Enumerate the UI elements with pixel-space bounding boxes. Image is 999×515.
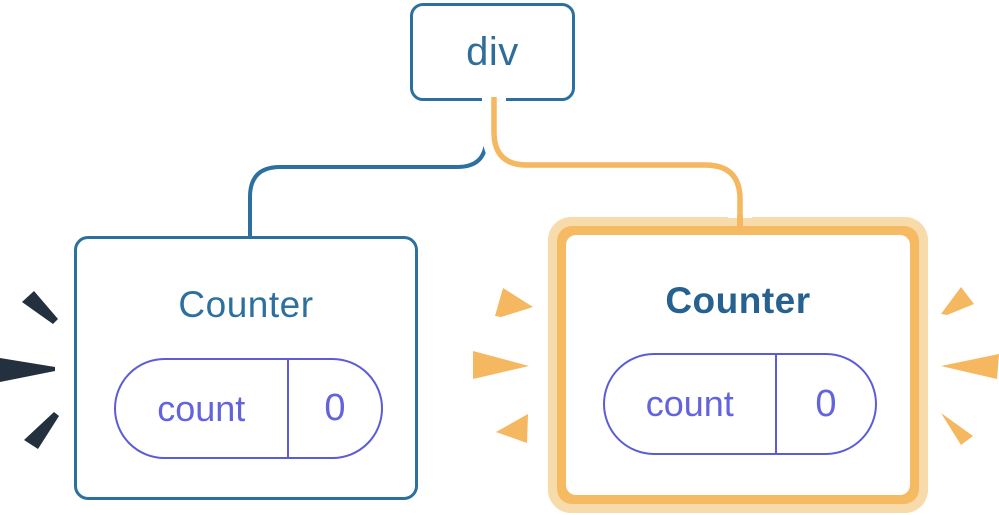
spark-icon	[24, 412, 59, 449]
state-label: count	[157, 387, 246, 429]
spark-group-right	[941, 287, 999, 445]
spark-icon	[496, 414, 528, 443]
spark-icon	[473, 351, 529, 379]
state-pill: count 0	[603, 353, 877, 455]
root-node-div: div	[410, 3, 575, 101]
counter-card-left: Counter count 0	[74, 236, 418, 500]
counter-card-right-highlight-outer: Counter count 0	[548, 217, 928, 513]
tree-edge-right	[491, 97, 743, 230]
pill-divider	[774, 355, 777, 453]
spark-icon	[941, 413, 973, 445]
tree-edge-left	[248, 100, 488, 238]
spark-icon	[495, 288, 533, 317]
state-pill: count 0	[114, 358, 383, 459]
spark-icon	[941, 287, 974, 315]
pill-divider	[286, 360, 289, 457]
counter-title: Counter	[665, 280, 811, 321]
spark-icon	[0, 358, 55, 382]
tree-edge-right-entry	[737, 215, 743, 231]
counter-card-right: Counter count 0	[566, 235, 910, 495]
spark-icon	[22, 291, 58, 324]
spark-group-left	[0, 291, 59, 449]
spark-icon	[941, 354, 999, 379]
counter-card-right-highlight-ring: Counter count 0	[557, 226, 919, 504]
tree-edge-right-casing	[482, 96, 752, 218]
state-value: 0	[815, 382, 837, 425]
state-label: count	[645, 383, 734, 424]
counter-title: Counter	[178, 284, 314, 325]
root-node-label: div	[466, 30, 519, 74]
spark-group-middle	[473, 288, 533, 443]
state-value: 0	[324, 387, 346, 429]
